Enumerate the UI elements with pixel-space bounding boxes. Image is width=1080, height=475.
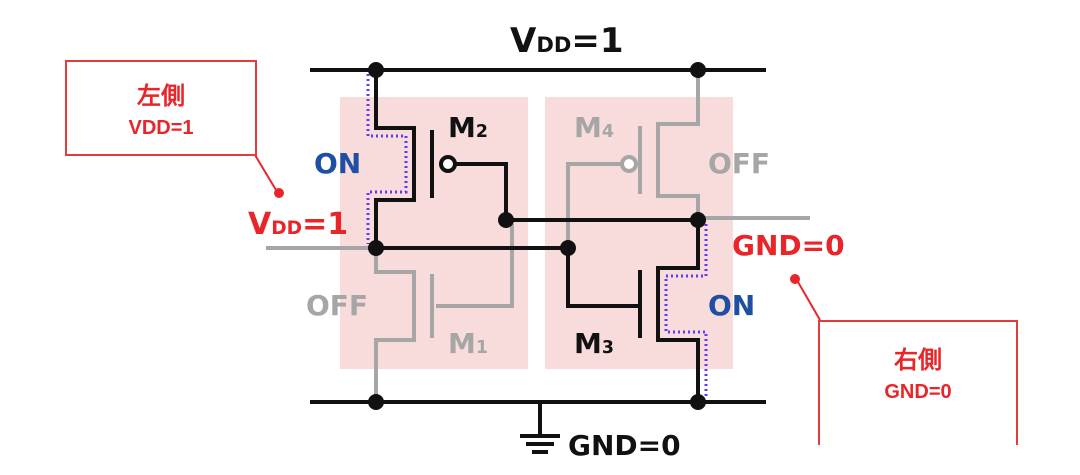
junction-dot [690, 212, 706, 228]
left-callout-title: 左側 [137, 82, 185, 110]
callout-pointers [254, 154, 821, 321]
junction-dot [368, 240, 384, 256]
m4-state-label: OFF [708, 147, 771, 180]
m2-label: M2 [448, 111, 488, 144]
current-paths [366, 74, 708, 398]
left-callout: 左側 VDD=1 [65, 60, 257, 156]
junction-dot [368, 62, 384, 78]
gnd-bottom-label: GND=0 [568, 429, 681, 462]
active-wires [310, 68, 766, 454]
right-callout: 右側 GND=0 [818, 320, 1018, 445]
junction-dot [368, 394, 384, 410]
m3-state-label: ON [708, 289, 756, 322]
vdd-top-label: VDD=1 [510, 21, 624, 61]
m1-state-label: OFF [306, 289, 369, 322]
junction-dot [690, 394, 706, 410]
right-callout-title: 右側 [894, 346, 942, 374]
input-label: VDD=1 [248, 207, 349, 242]
left-callout-value: VDD=1 [128, 117, 194, 139]
m4-label: M4 [574, 111, 614, 144]
junction-dot [560, 240, 576, 256]
m3-current-path [664, 224, 708, 398]
m2-state-label: ON [314, 147, 362, 180]
m2-current-path [366, 74, 408, 244]
output-label: GND=0 [732, 229, 845, 262]
junction-dots [368, 62, 706, 410]
junction-dot [690, 62, 706, 78]
inactive-wires [266, 68, 810, 404]
right-callout-value: GND=0 [884, 381, 952, 403]
junction-dot [498, 212, 514, 228]
m3-label: M3 [574, 327, 614, 360]
m1-label: M1 [448, 327, 488, 360]
